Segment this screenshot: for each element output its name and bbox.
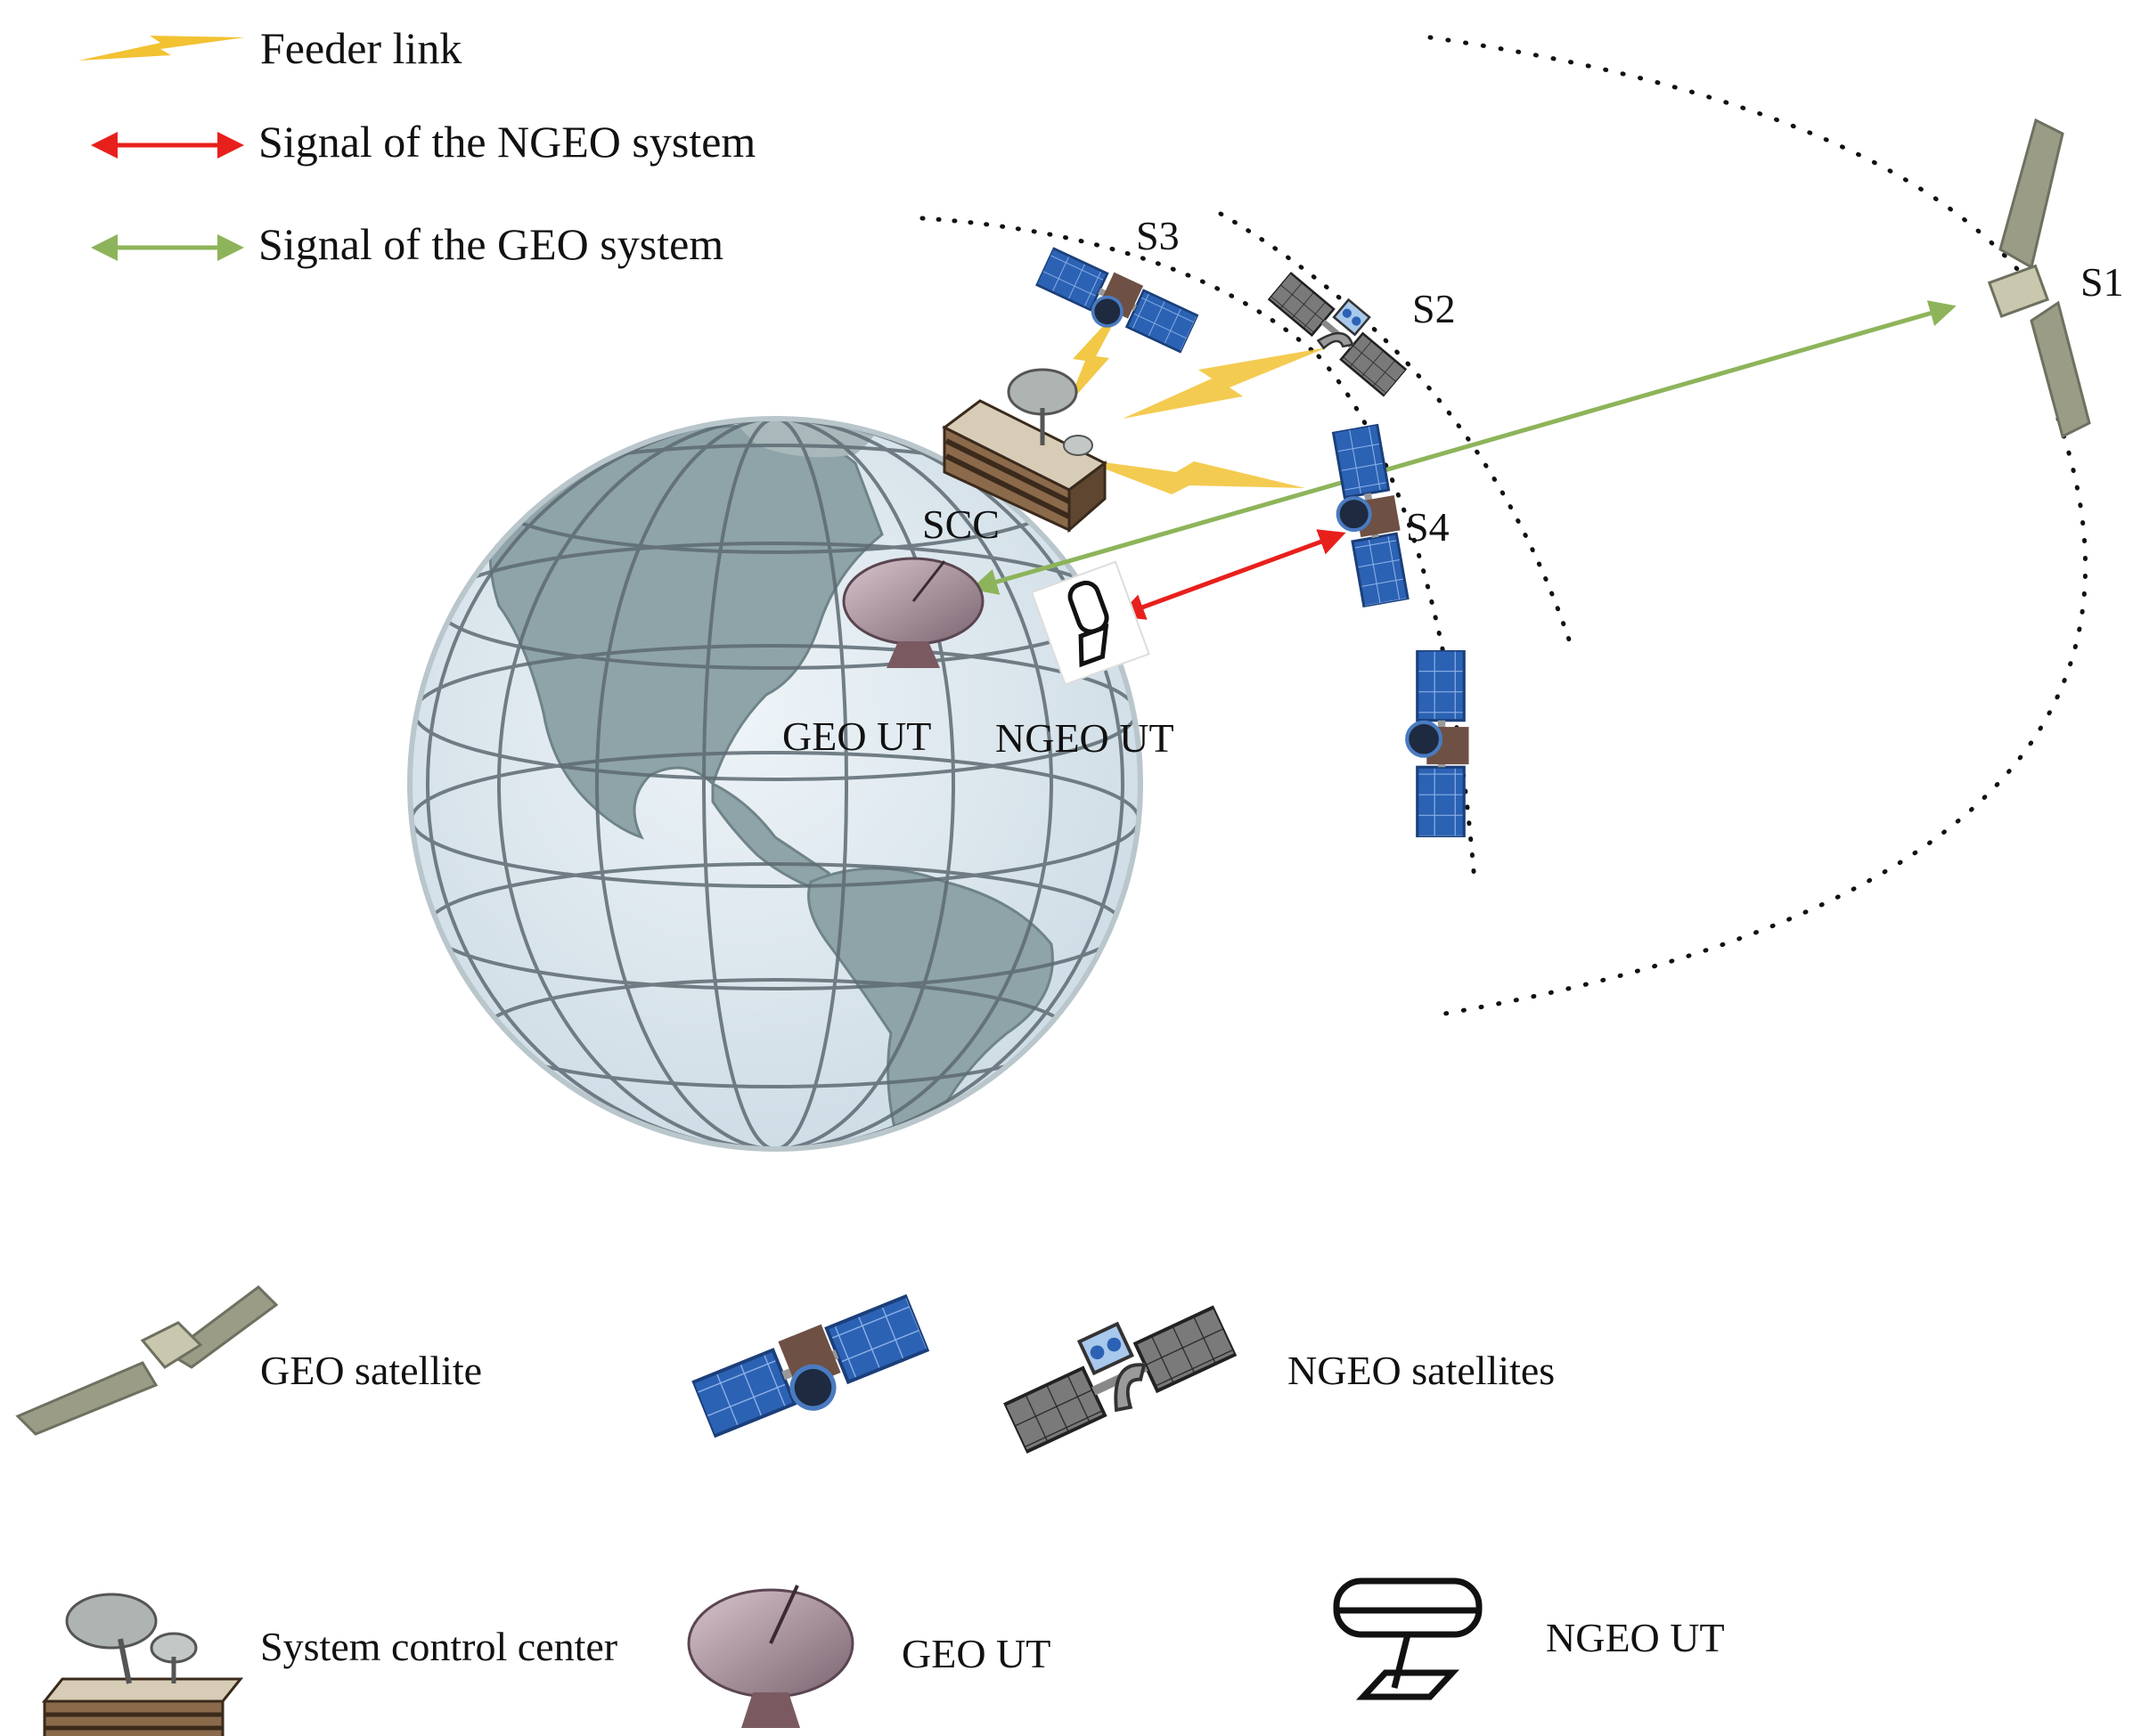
label-ngeo-ut-scene: NGEO UT: [995, 715, 1174, 761]
feeder-link-scc-s4: [1078, 459, 1305, 494]
system-control-center-key-icon: [41, 1593, 244, 1736]
key-ngeo-ut: NGEO UT: [1546, 1615, 1725, 1660]
ngeo-satellite-blue-key-icon: [691, 1291, 934, 1448]
ngeo-satellite-grey-key-icon: [991, 1282, 1239, 1457]
orbit-geo: [1427, 35, 2088, 1018]
legend-ngeo-signal: Signal of the NGEO system: [258, 117, 756, 167]
legend-geo-signal: Signal of the GEO system: [258, 219, 724, 269]
satellite-s2: [1265, 258, 1418, 399]
label-s4: S4: [1406, 504, 1450, 550]
label-s2: S2: [1412, 286, 1456, 331]
ngeo-ut-key-icon: [1333, 1577, 1483, 1700]
key-geo-ut: GEO UT: [902, 1631, 1051, 1676]
ngeo-signal-link: [1117, 529, 1346, 620]
satellite-s3: [1030, 242, 1202, 363]
label-scc: SCC: [922, 501, 1000, 547]
geo-satellite-key-icon: [15, 1285, 279, 1436]
key-system-control-center: System control center: [260, 1624, 618, 1669]
satellite-s4: [1321, 421, 1415, 611]
label-s3: S3: [1136, 213, 1180, 258]
satellite-unlabeled: [1407, 650, 1468, 837]
geo-ut-dish: [842, 557, 985, 668]
scc-building: [942, 368, 1107, 534]
geo-ut-key-icon: [687, 1585, 854, 1728]
label-s1: S1: [2080, 259, 2124, 305]
label-geo-ut-scene: GEO UT: [782, 713, 932, 759]
ngeo-ut-terminal: [1030, 560, 1150, 686]
key-ngeo-satellites: NGEO satellites: [1287, 1348, 1556, 1393]
feeder-link-legend-icon: [78, 36, 245, 61]
key-geo-satellite: GEO satellite: [260, 1348, 483, 1393]
geo-signal-link: [970, 300, 1957, 595]
satellite-s1: [1987, 118, 2091, 439]
legend-feeder-link: Feeder link: [260, 23, 462, 73]
feeder-link-scc-s2: [1123, 347, 1328, 419]
